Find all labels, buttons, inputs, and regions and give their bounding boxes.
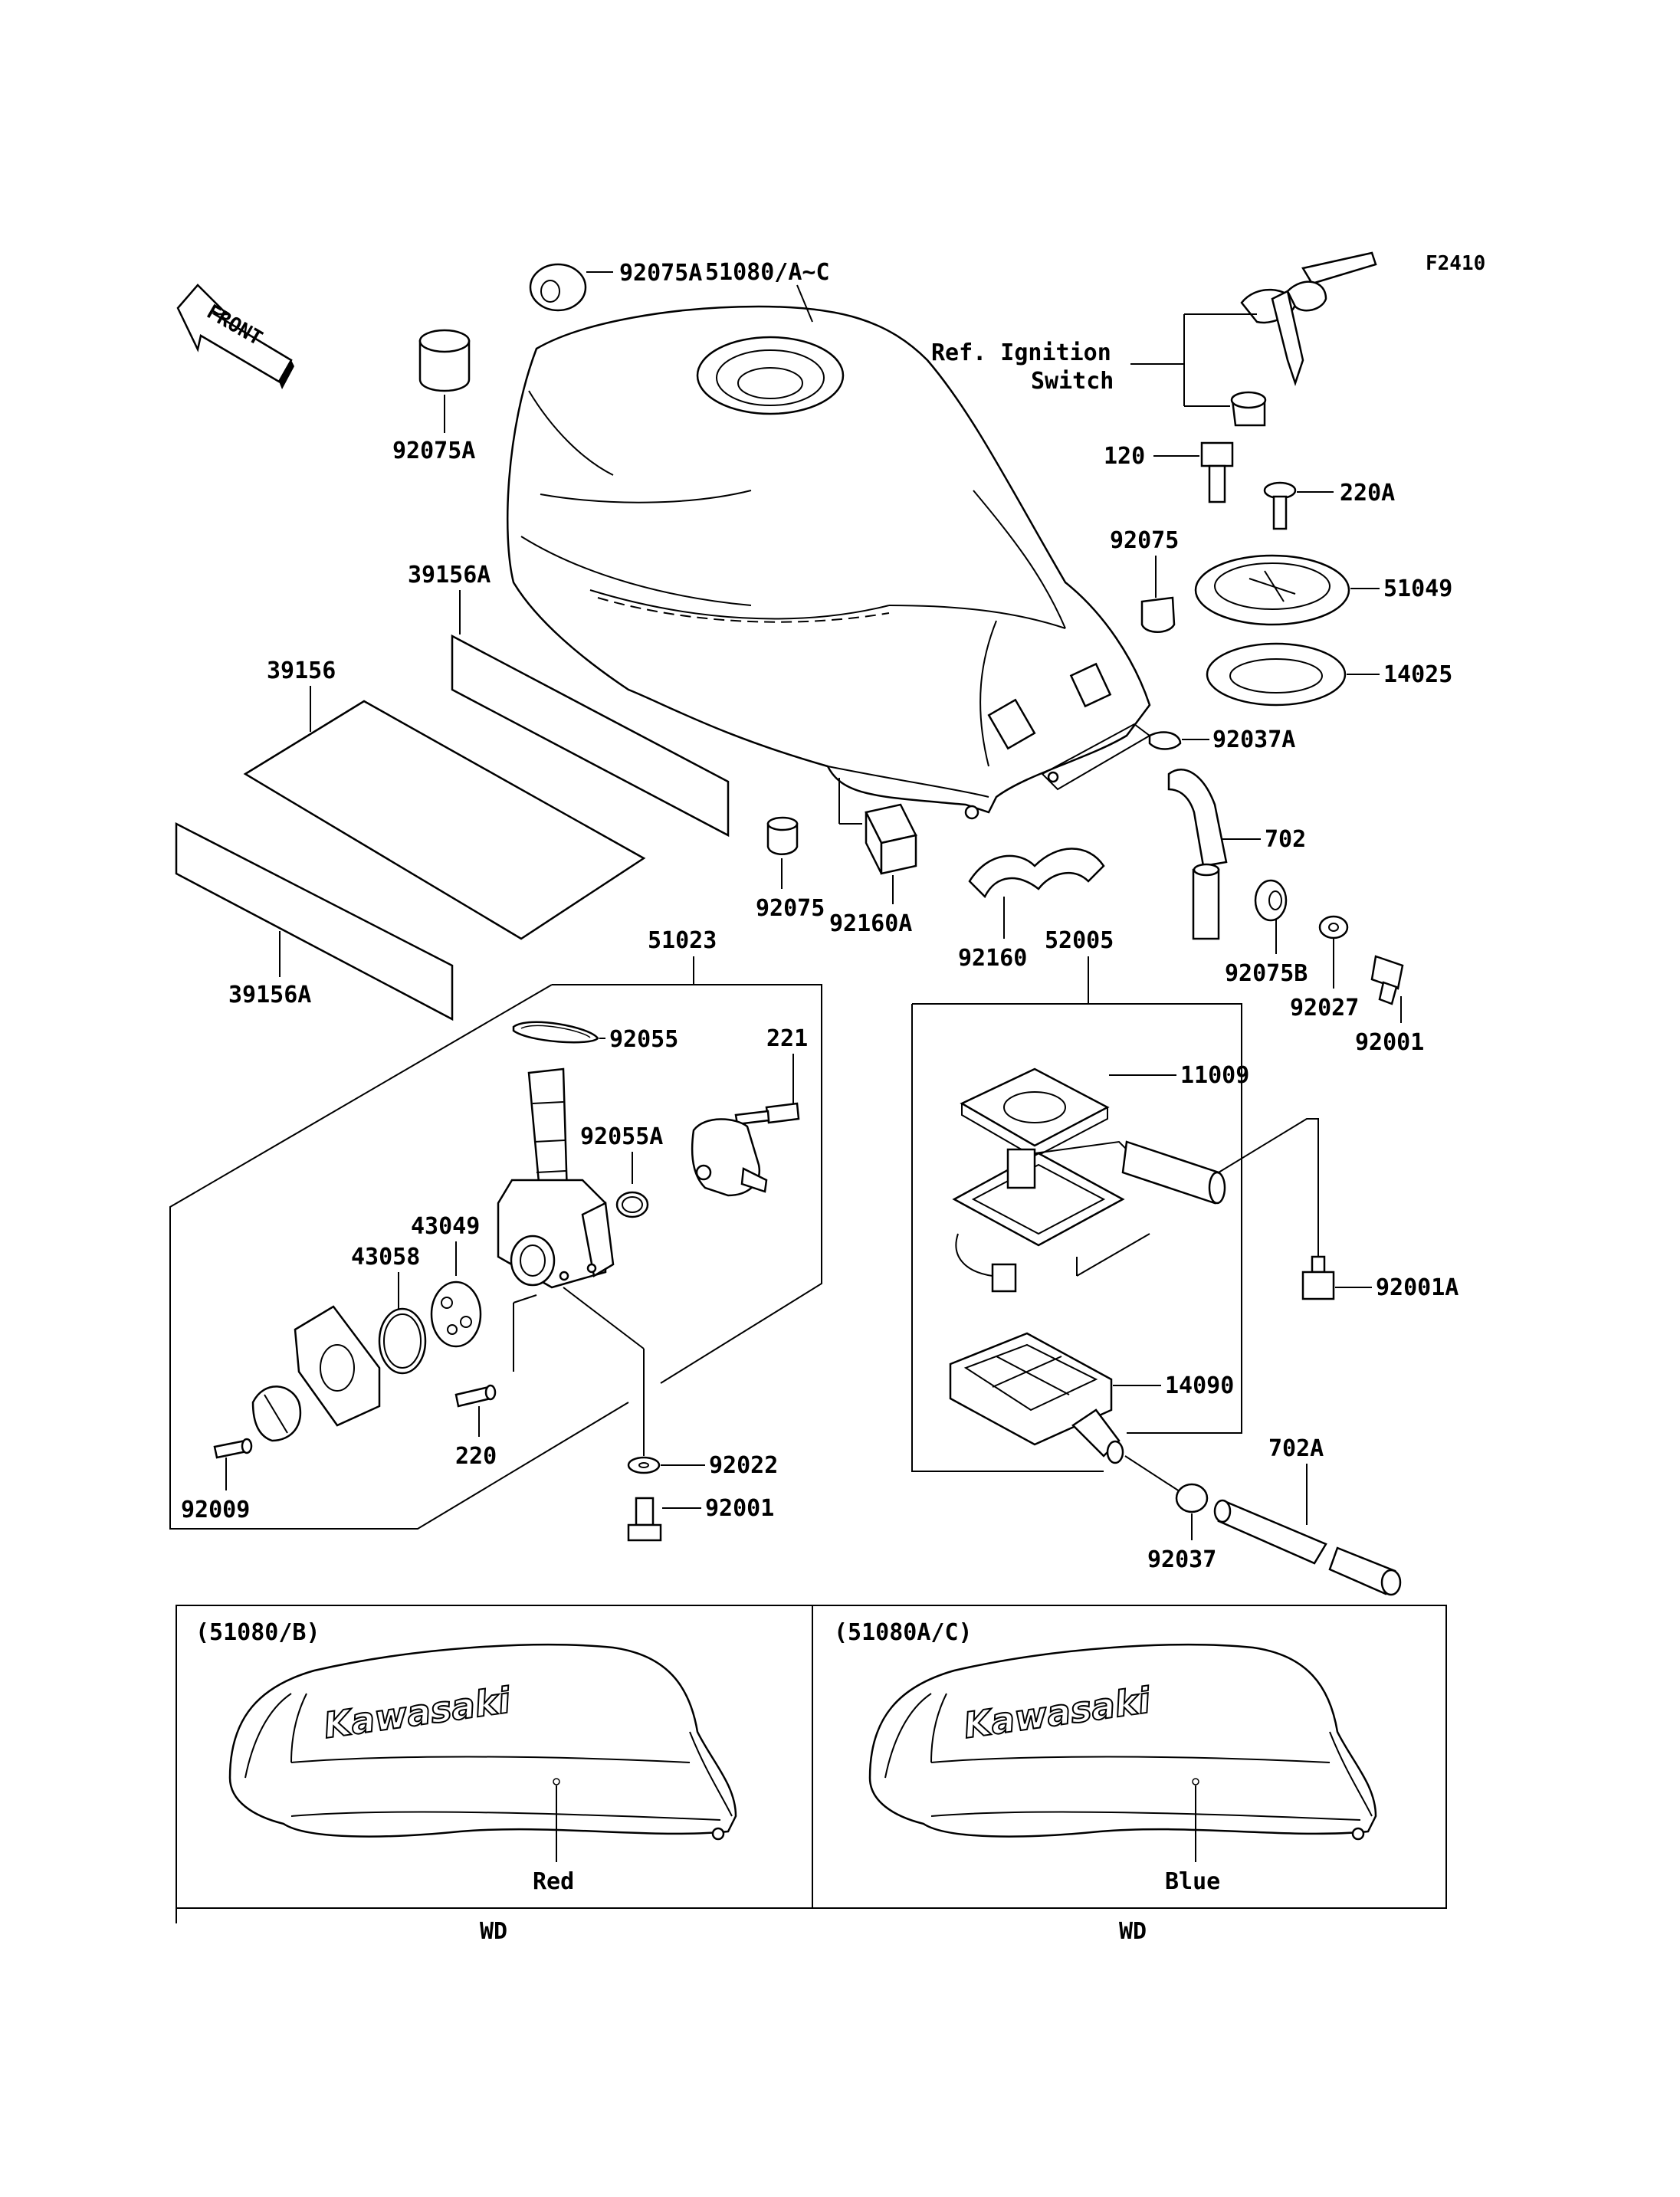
callout-92009: 92009 <box>181 1497 250 1523</box>
damper-92075-right <box>1140 596 1176 633</box>
variant-51080AC: (51080A/C) Kawasaki Blue WD <box>834 1619 1377 1945</box>
callout-51080: 51080/A~C <box>705 259 830 286</box>
callout-92055A: 92055A <box>580 1123 663 1150</box>
callout-92055: 92055 <box>609 1026 678 1053</box>
fuel-valve <box>497 1067 615 1289</box>
callout-11009: 11009 <box>1180 1062 1249 1089</box>
callout-39156A-top: 39156A <box>408 562 491 589</box>
callout-702A: 702A <box>1268 1435 1324 1462</box>
variant-code: (51080A/C) <box>834 1619 973 1646</box>
market-label: WD <box>1119 1918 1147 1945</box>
callout-92022: 92022 <box>709 1452 778 1479</box>
color-label: Red <box>533 1868 574 1895</box>
washer-92027 <box>1318 915 1349 939</box>
callout-14025: 14025 <box>1383 661 1452 688</box>
callout-92037A: 92037A <box>1212 726 1295 753</box>
hose-702 <box>1167 769 1228 940</box>
callout-92160A: 92160A <box>829 910 912 937</box>
callout-221: 221 <box>766 1025 808 1052</box>
valve-knob <box>251 1385 302 1442</box>
washer-92022 <box>627 1456 661 1474</box>
damper-92160 <box>968 848 1105 899</box>
cap-base-14025 <box>1206 642 1347 707</box>
callout-switch: Switch <box>1031 368 1114 395</box>
hose-702A <box>1213 1499 1402 1596</box>
market-label: WD <box>480 1918 507 1945</box>
pad-39156 <box>243 700 646 940</box>
oring-92055 <box>512 1021 599 1044</box>
callout-92001-bottom: 92001 <box>705 1495 774 1522</box>
variants-panel <box>176 1605 1447 1923</box>
screw-92009 <box>213 1438 253 1459</box>
oring-92055A <box>615 1191 649 1218</box>
grommet-92075B <box>1254 879 1288 922</box>
bolt-120 <box>1200 441 1234 503</box>
figure-code: F2410 <box>1426 252 1485 275</box>
callout-14090: 14090 <box>1165 1372 1234 1399</box>
pad-39156A-bottom <box>175 821 454 1021</box>
damper-92160A <box>865 803 917 875</box>
callout-ref-ignition: Ref. Ignition <box>931 339 1111 366</box>
gasket-43049 <box>430 1280 482 1348</box>
gasket-11009 <box>960 1067 1110 1159</box>
variant-code: (51080/B) <box>195 1619 320 1646</box>
lock-cylinder <box>1230 391 1267 427</box>
ignition-key-icon <box>1240 251 1377 386</box>
callout-51049: 51049 <box>1383 575 1452 602</box>
damper-92075A-top <box>529 263 587 312</box>
callout-92037: 92037 <box>1147 1546 1216 1573</box>
damper-92075A-left <box>418 329 471 392</box>
fuel-cap-51049 <box>1194 554 1350 626</box>
callout-39156A-bottom: 39156A <box>228 982 311 1008</box>
callout-92075-right: 92075 <box>1110 527 1179 554</box>
screw-221 <box>734 1102 800 1126</box>
callout-92160: 92160 <box>958 945 1027 972</box>
callout-120: 120 <box>1104 443 1145 470</box>
callout-220: 220 <box>455 1443 497 1470</box>
bolt-92001-right <box>1370 955 1404 1005</box>
variant-51080B: (51080/B) Kawasaki Red WD <box>195 1619 737 1945</box>
callout-51023: 51023 <box>648 927 717 954</box>
screw-220A <box>1263 481 1297 530</box>
valve-plate <box>294 1305 381 1427</box>
bolt-92001-bottom <box>627 1497 662 1542</box>
pad-39156A-top <box>451 634 730 838</box>
callout-92001-right: 92001 <box>1355 1029 1424 1056</box>
fuel-tank <box>506 305 1151 820</box>
front-arrow-icon: FRONT <box>176 284 294 389</box>
callout-92075B: 92075B <box>1225 960 1308 987</box>
callout-92075-mid: 92075 <box>756 895 825 922</box>
callout-92001A: 92001A <box>1376 1274 1459 1301</box>
filter-14090 <box>949 1332 1124 1464</box>
callout-39156: 39156 <box>267 657 336 684</box>
callout-92075A-left: 92075A <box>392 438 475 464</box>
callout-702: 702 <box>1265 826 1306 853</box>
callout-92075A-top: 92075A <box>619 260 702 287</box>
screw-220 <box>454 1384 497 1408</box>
callout-220A: 220A <box>1340 480 1395 507</box>
clip-92037 <box>1175 1483 1209 1513</box>
valve-cover <box>691 1118 768 1197</box>
callout-52005: 52005 <box>1045 927 1114 954</box>
callout-43049: 43049 <box>411 1213 480 1240</box>
bolt-92001A <box>1301 1255 1335 1300</box>
fuel-sender <box>952 1140 1226 1293</box>
damper-92075-mid <box>766 816 799 855</box>
callout-43058: 43058 <box>351 1244 420 1271</box>
oring-43058 <box>378 1307 427 1375</box>
clip-92037A <box>1148 731 1182 750</box>
callout-92027: 92027 <box>1290 995 1359 1021</box>
color-label: Blue <box>1165 1868 1220 1895</box>
